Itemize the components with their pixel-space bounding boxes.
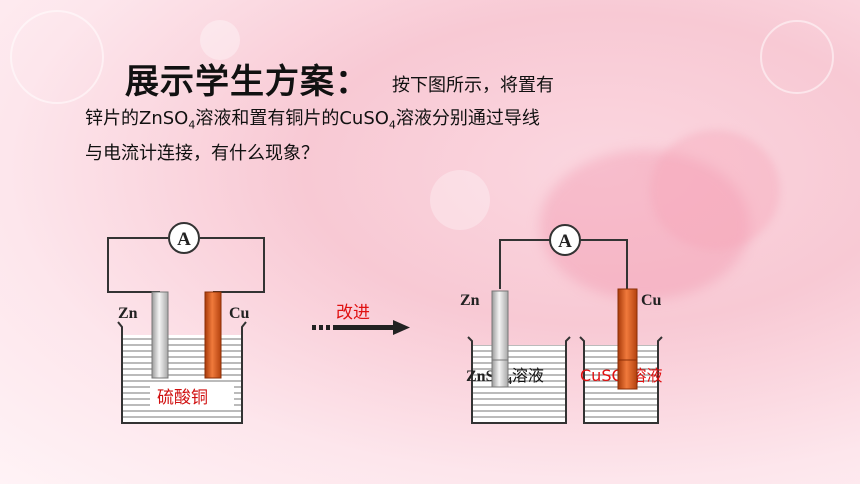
zn-solution-part: 溶液 — [512, 366, 544, 385]
cu-label: Cu — [641, 292, 662, 309]
copper-solution-label: CuSO4溶液 — [580, 366, 662, 387]
solution-label: 硫酸铜 — [157, 388, 208, 408]
text-segment: 溶液分别通过导线 — [395, 108, 540, 129]
right-apparatus: A Zn Cu ZnSO4溶液 CuSO4溶液 — [460, 224, 663, 424]
beaker — [117, 321, 247, 424]
wire — [107, 237, 168, 293]
zinc-electrode-front — [491, 359, 509, 388]
left-apparatus: 硫酸铜 A Zn Cu — [107, 222, 265, 424]
text-segment: 锌片的ZnSO — [85, 108, 189, 129]
wire — [499, 239, 550, 289]
text-line-3: 与电流计连接，有什么现象？ — [85, 142, 319, 164]
arrow-dash — [326, 325, 330, 330]
arrow-shaft — [333, 325, 393, 330]
zn-solution-subscript: 4 — [507, 376, 512, 387]
copper-beaker — [579, 336, 663, 424]
improvement-arrow: 改进 — [312, 303, 410, 335]
subscript: 4 — [388, 118, 396, 132]
intro-text: 按下图所示，将置有 — [392, 75, 554, 96]
wire — [200, 237, 265, 293]
arrow-label: 改进 — [336, 303, 370, 323]
title-line: 展示学生方案： 按下图所示，将置有 — [85, 55, 705, 103]
ammeter-label: A — [558, 231, 572, 252]
solution-label-bg — [150, 384, 234, 410]
arrow-head — [393, 320, 410, 335]
arrow-dash — [319, 325, 323, 330]
zn-label: Zn — [118, 305, 138, 322]
slide-heading: 展示学生方案： — [125, 62, 370, 102]
wire — [580, 239, 628, 289]
zinc-beaker-liquid — [472, 345, 566, 423]
cu-solution-part: 溶液 — [630, 366, 662, 385]
arrow-dash — [312, 325, 316, 330]
cu-label: Cu — [229, 305, 250, 322]
copper-electrode-front — [617, 359, 638, 390]
zn-label: Zn — [460, 292, 480, 309]
ammeter-icon — [168, 222, 200, 254]
cu-solution-part: CuS — [580, 366, 611, 385]
text-line-2: 锌片的ZnSO4溶液和置有铜片的CuSO4溶液分别通过导线 — [85, 105, 705, 140]
subscript: 4 — [188, 118, 196, 132]
zinc-electrode — [151, 291, 169, 379]
description-text: 展示学生方案： 按下图所示，将置有 锌片的ZnSO4溶液和置有铜片的CuSO4溶… — [85, 55, 705, 168]
copper-electrode — [204, 291, 222, 379]
text-segment: 溶液和置有铜片的CuSO — [195, 108, 389, 129]
zn-solution-part: Zn — [466, 368, 486, 385]
ammeter-label: A — [177, 229, 191, 250]
zinc-beaker — [467, 336, 571, 424]
ammeter-icon — [549, 224, 581, 256]
